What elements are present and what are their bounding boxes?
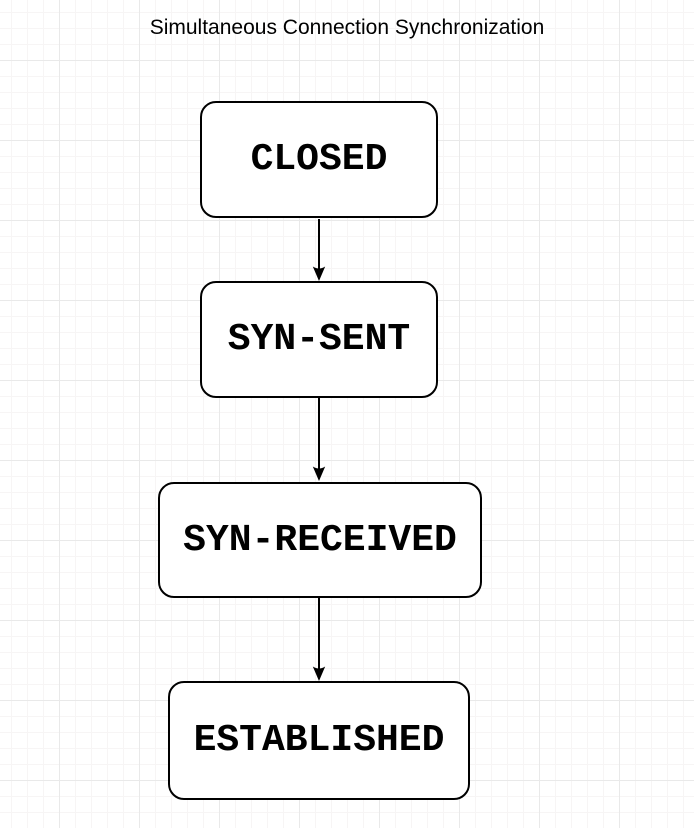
arrowhead-down-icon [312,666,326,681]
edge-syn-received-to-established-arrow[interactable] [309,598,329,681]
node-established[interactable]: ESTABLISHED [168,681,470,800]
node-closed-label: CLOSED [250,138,388,181]
node-established-label: ESTABLISHED [193,719,445,762]
node-syn-received-label: SYN-RECEIVED [183,518,457,562]
node-closed[interactable]: CLOSED [200,101,438,218]
edge-closed-to-syn-sent-arrow[interactable] [309,219,329,281]
arrowhead-down-icon [312,266,326,281]
node-syn-sent[interactable]: SYN-SENT [200,281,438,398]
edge-syn-sent-to-syn-received-arrow[interactable] [309,398,329,481]
diagram-title: Simultaneous Connection Synchronization [149,16,545,39]
node-syn-received[interactable]: SYN-RECEIVED [158,482,482,598]
node-syn-sent-label: SYN-SENT [227,318,411,361]
arrowhead-down-icon [312,466,326,481]
